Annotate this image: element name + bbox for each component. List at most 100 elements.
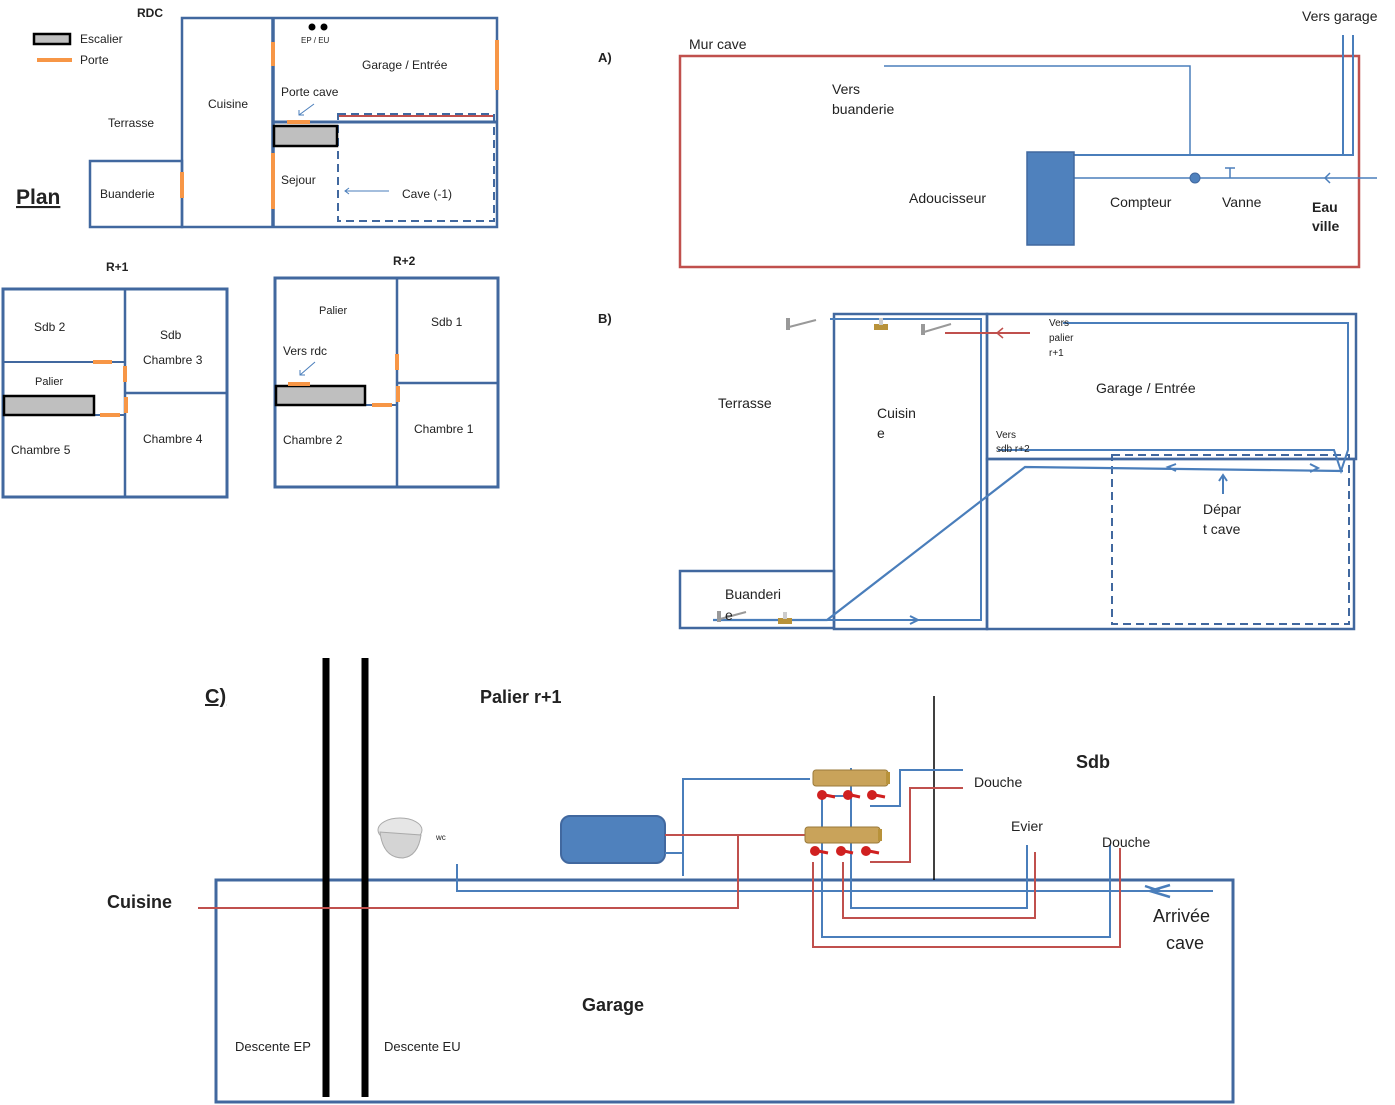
descente-eu-label: Descente EU [384, 1039, 461, 1054]
stair-swatch-icon [32, 32, 72, 46]
ep-eu-label: EP / EU [301, 36, 330, 45]
room-cave: Cave (-1) [402, 187, 452, 201]
label-vers-rdc: Vers rdc [283, 344, 327, 358]
c-arrivee-line2: cave [1166, 933, 1204, 953]
valve-icon [874, 318, 888, 330]
room-cuisine: Cuisine [208, 97, 248, 111]
cold-manifold-icon [812, 769, 890, 800]
b-vers-sdb-1: Vers [996, 430, 1016, 441]
b-sejour-wall [985, 457, 1356, 631]
pipe-vers-garage-1 [1074, 35, 1344, 156]
c-garage-wall [214, 878, 1235, 1104]
section-a-label: A) [598, 50, 612, 65]
room-sdb1: Sdb 1 [431, 315, 463, 329]
r2-title: R+2 [393, 254, 416, 268]
section-b-label: B) [598, 311, 612, 326]
room-chambre3: Chambre 3 [143, 353, 203, 367]
pipe-vers-garage-2 [1190, 35, 1354, 156]
b-cuisine-line2: e [877, 425, 885, 441]
mur-cave-label: Mur cave [689, 36, 747, 52]
legend-porte: Porte [80, 53, 109, 67]
adoucisseur-icon [1026, 151, 1075, 246]
eau-ville-line2: ville [1312, 218, 1339, 234]
b-vers-palier-2: palier [1049, 333, 1074, 344]
c-cold-main [456, 864, 1213, 892]
room-buanderie: Buanderie [100, 187, 155, 201]
section-c: C) Palier r+1 Sdb wc [107, 658, 1235, 1104]
room-terrasse: Terrasse [108, 116, 154, 130]
r1-title: R+1 [106, 260, 129, 274]
compteur-icon [1189, 172, 1201, 184]
c-hot-evier [842, 852, 1036, 919]
room-chambre5: Chambre 5 [11, 443, 71, 457]
room-sdb: Sdb [160, 328, 182, 342]
faucet-icon [921, 323, 952, 335]
b-cuisine-line1: Cuisin [877, 405, 916, 421]
b-depart-line1: Dépar [1203, 501, 1241, 517]
c-evier-label: Evier [1011, 818, 1043, 834]
vers-garage-label: Vers garage [1302, 8, 1378, 24]
c-hot-douche-top [870, 787, 963, 863]
c-garage-label: Garage [582, 995, 644, 1015]
mur-cave-wall [678, 54, 1361, 269]
c-douche-top-label: Douche [974, 774, 1022, 790]
b-vers-sdb-2: sdb r+2 [996, 444, 1030, 455]
c-hot-douche [812, 848, 1121, 948]
vers-buanderie-line1: Vers [832, 81, 860, 97]
plan-title: Plan [16, 186, 60, 209]
b-pipe-garage [998, 322, 1349, 475]
section-c-label: C) [205, 686, 226, 708]
section-a: A) Mur cave Vers garage Vers buanderie A… [598, 8, 1378, 269]
c-sdb-label: Sdb [1076, 752, 1110, 772]
b-cave-outline [1111, 454, 1350, 625]
eau-ville-line1: Eau [1312, 199, 1338, 215]
vers-buanderie-line2: buanderie [832, 101, 894, 117]
room-sdb2: Sdb 2 [34, 320, 66, 334]
b-arrow-right-icon [1309, 463, 1321, 473]
b-cuisine-wall [832, 312, 989, 631]
b-flow-arrow-icon [909, 615, 921, 625]
legend-escalier: Escalier [80, 32, 123, 46]
c-cold-douche-top [870, 769, 963, 807]
eu-dot-icon [320, 23, 328, 31]
vanne-label: Vanne [1222, 194, 1262, 210]
b-arrow-left-icon [1165, 463, 1177, 472]
water-heater-icon [560, 815, 666, 864]
plan-r1: R+1 Sdb 2 Sdb Chambre 3 Palier Chambre 5… [1, 260, 229, 499]
c-hot-cuisine [198, 834, 805, 909]
room-chambre1: Chambre 1 [414, 422, 474, 436]
b-pipe-cuisine-loop [827, 318, 982, 621]
b-buanderie-line2: e [725, 607, 733, 623]
c-arrivee-line1: Arrivée [1153, 906, 1210, 926]
vers-rdc-arrow-icon [299, 361, 316, 376]
b-garage-label: Garage / Entrée [1096, 380, 1196, 396]
label-porte-cave: Porte cave [281, 85, 339, 99]
arrival-arrow-icon [1323, 172, 1331, 184]
b-buanderie-line1: Buanderi [725, 586, 781, 602]
compteur-label: Compteur [1110, 194, 1172, 210]
c-palier-label: Palier r+1 [480, 687, 562, 707]
room-chambre4: Chambre 4 [143, 432, 203, 446]
room-chambre2: Chambre 2 [283, 433, 343, 447]
ep-dot-icon [308, 23, 316, 31]
room-sejour: Sejour [281, 173, 316, 187]
b-vers-palier-1: Vers [1049, 318, 1069, 329]
c-cold-douche [821, 795, 1111, 938]
wc-icon [377, 817, 423, 859]
c-cuisine-label: Cuisine [107, 892, 172, 912]
b-pipe-main [713, 465, 1344, 622]
rdc-stair [272, 124, 339, 148]
b-depart-line2: t cave [1203, 521, 1241, 537]
faucet-icon [786, 318, 817, 330]
section-b: B) [598, 311, 1358, 631]
rdc-title: RDC [137, 6, 163, 20]
descente-ep-label: Descente EP [235, 1039, 311, 1054]
c-arrivee-arrow-icon [1145, 883, 1171, 899]
valve-icon [778, 612, 792, 624]
b-terrasse-label: Terrasse [718, 395, 772, 411]
adoucisseur-label: Adoucisseur [909, 190, 986, 206]
r2-stair [274, 384, 367, 407]
c-douche-label: Douche [1102, 834, 1150, 850]
b-vers-palier-3: r+1 [1049, 348, 1064, 359]
